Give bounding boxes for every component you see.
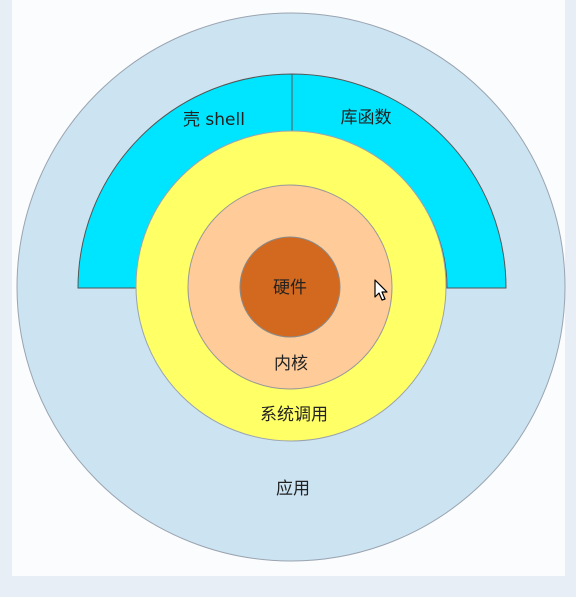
- mouse-pointer-icon: [374, 279, 388, 301]
- application-label: 应用: [276, 479, 310, 499]
- library-label: 库函数: [341, 108, 392, 128]
- syscall-label: 系统调用: [260, 405, 328, 425]
- kernel-label: 内核: [274, 354, 308, 374]
- shell-label: 壳 shell: [183, 110, 245, 130]
- hardware-layer: [239, 236, 341, 338]
- hardware-label: 硬件: [273, 278, 307, 298]
